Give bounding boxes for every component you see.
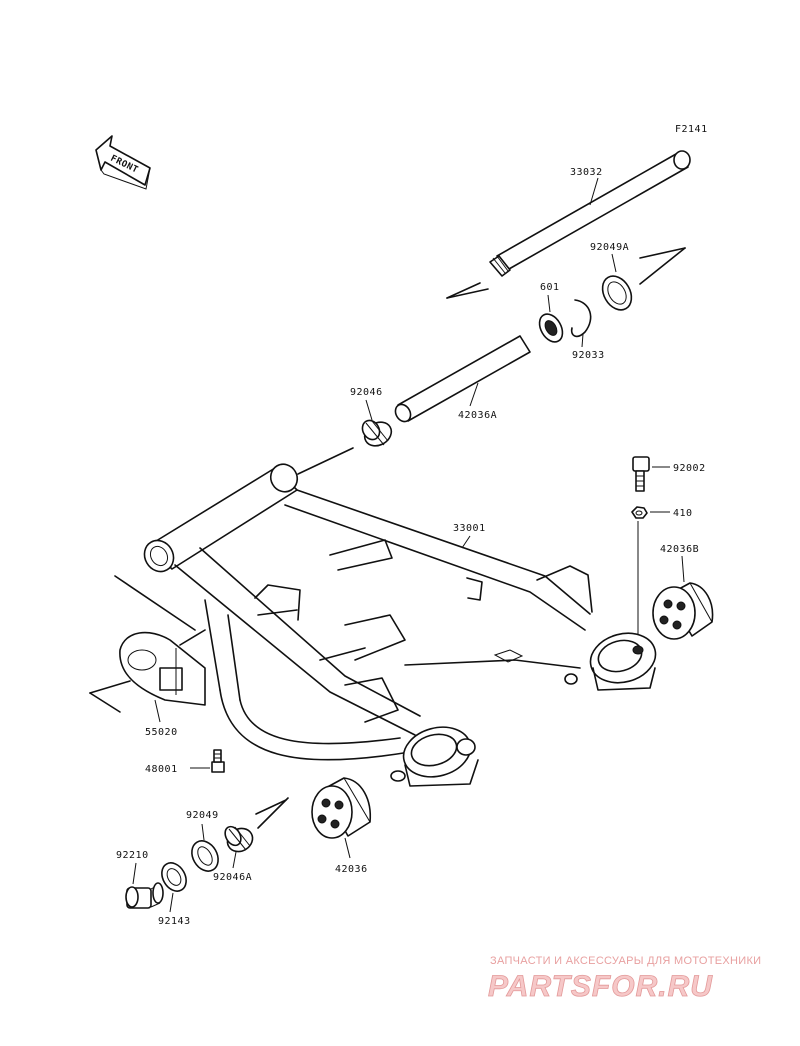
figure-code: F2141 — [675, 124, 708, 135]
sleeve-42036b — [652, 582, 714, 640]
part-label-92002: 92002 — [673, 463, 706, 474]
grease-nipple-48001 — [211, 749, 225, 773]
sleeve-42036a — [394, 335, 531, 423]
oil-seal-92049a — [601, 247, 686, 311]
part-label-410: 410 — [673, 508, 693, 519]
bolt-92002 — [632, 456, 650, 492]
cap-92210 — [125, 882, 164, 909]
part-label-92049: 92049 — [186, 810, 219, 821]
watermark-tagline: ЗАПЧАСТИ И АКСЕССУАРЫ ДЛЯ МОТОТЕХНИКИ — [490, 955, 761, 967]
collar-92143 — [161, 862, 187, 892]
part-label-92046a: 92046A — [213, 872, 252, 883]
part-label-92049a: 92049A — [590, 242, 629, 253]
part-label-92143: 92143 — [158, 916, 191, 927]
part-label-42036a: 42036A — [458, 410, 497, 421]
front-arrow-icon: FRONT — [95, 135, 151, 190]
part-label-55020: 55020 — [145, 727, 178, 738]
swingarm-33001 — [143, 463, 657, 787]
part-label-92210: 92210 — [116, 850, 149, 861]
nut-410 — [631, 506, 648, 519]
oil-seal-92049 — [191, 840, 219, 872]
part-label-48001: 48001 — [145, 764, 178, 775]
part-label-33001: 33001 — [453, 523, 486, 534]
ball-bearing-601 — [538, 313, 564, 343]
part-label-601: 601 — [540, 282, 560, 293]
part-label-33032: 33032 — [570, 167, 603, 178]
part-label-42036: 42036 — [335, 864, 368, 875]
part-label-42036b: 42036B — [660, 544, 699, 555]
watermark-brand: PARTSFOR.RU — [488, 970, 713, 1003]
pivot-shaft-33032 — [446, 150, 691, 299]
chain-guide-55020 — [89, 575, 206, 713]
sleeve-42036 — [311, 777, 371, 839]
needle-bearing-92046a — [224, 797, 289, 853]
watermark: ЗАПЧАСТИ И АКСЕССУАРЫ ДЛЯ МОТОТЕХНИКИ PA… — [488, 955, 761, 1003]
part-label-92033: 92033 — [572, 350, 605, 361]
needle-bearing-92046 — [361, 419, 393, 447]
part-label-92046: 92046 — [350, 387, 383, 398]
circlip-92033 — [570, 299, 592, 338]
